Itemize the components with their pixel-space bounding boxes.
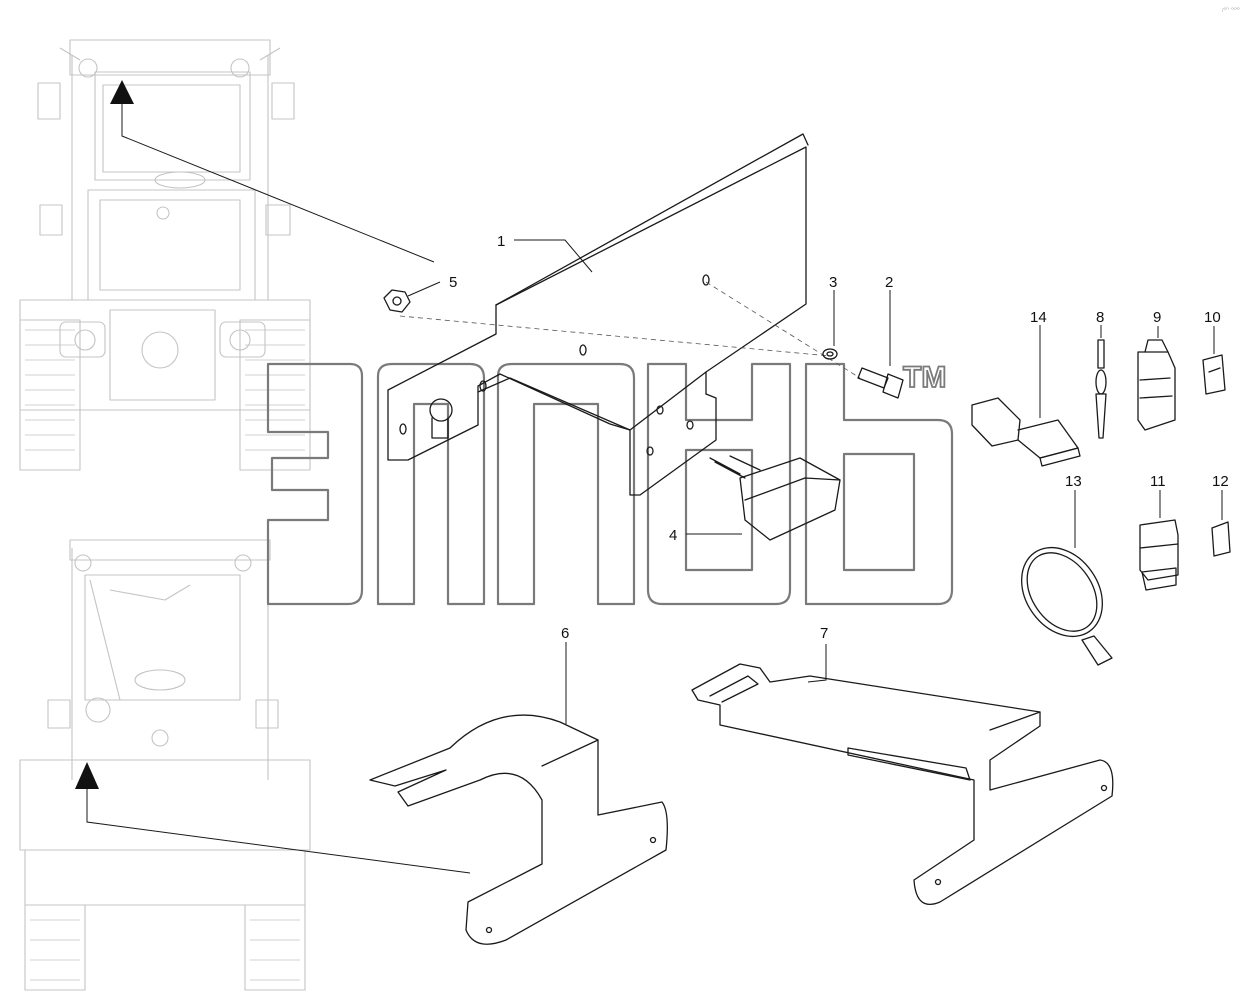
- callout-9: 9: [1153, 309, 1161, 326]
- part-6-bracket: [369, 642, 668, 945]
- callout-6: 6: [561, 625, 569, 642]
- watermark-logo: TM: [266, 360, 954, 606]
- arrow-to-bottom-view: [75, 762, 471, 874]
- callout-3: 3: [829, 274, 837, 291]
- part-10-clip: [1202, 326, 1226, 395]
- callout-labels: 1 2 3 4 5 6 7 8 9 10 11 12 13 14: [449, 233, 1229, 642]
- tractor-rear-view-bottom: [19, 539, 311, 991]
- part-13-cable-tie: [1021, 490, 1113, 666]
- part-11-connector: [1139, 490, 1179, 591]
- callout-5: 5: [449, 274, 457, 291]
- callout-1: 1: [497, 233, 505, 250]
- part-7-bracket: [691, 644, 1114, 906]
- callout-11: 11: [1150, 473, 1166, 490]
- callout-7: 7: [820, 625, 828, 642]
- callout-8: 8: [1096, 309, 1104, 326]
- callout-4: 4: [669, 527, 677, 544]
- part-3-washer: [822, 290, 838, 360]
- part-1-mounting-plate: [387, 133, 861, 496]
- part-5-nut: [383, 281, 441, 313]
- part-12-clip: [1211, 490, 1231, 557]
- arrow-to-top-view: [110, 80, 435, 263]
- trademark-symbol: TM: [903, 361, 946, 394]
- part-14-flat-terminal: [971, 325, 1081, 467]
- callout-10: 10: [1204, 309, 1221, 326]
- part-8-pin-terminal: [1095, 325, 1107, 439]
- corner-mark: ᵢᵉⁿ ᵒᵒᵒ: [1222, 6, 1240, 14]
- callout-14: 14: [1030, 309, 1047, 326]
- callout-12: 12: [1212, 473, 1229, 490]
- part-4-lamp: [686, 455, 841, 541]
- part-9-connector: [1137, 326, 1176, 431]
- callout-2: 2: [885, 274, 893, 291]
- part-2-bolt: [857, 290, 904, 399]
- callout-13: 13: [1065, 473, 1082, 490]
- tractor-rear-view-top: [19, 39, 311, 471]
